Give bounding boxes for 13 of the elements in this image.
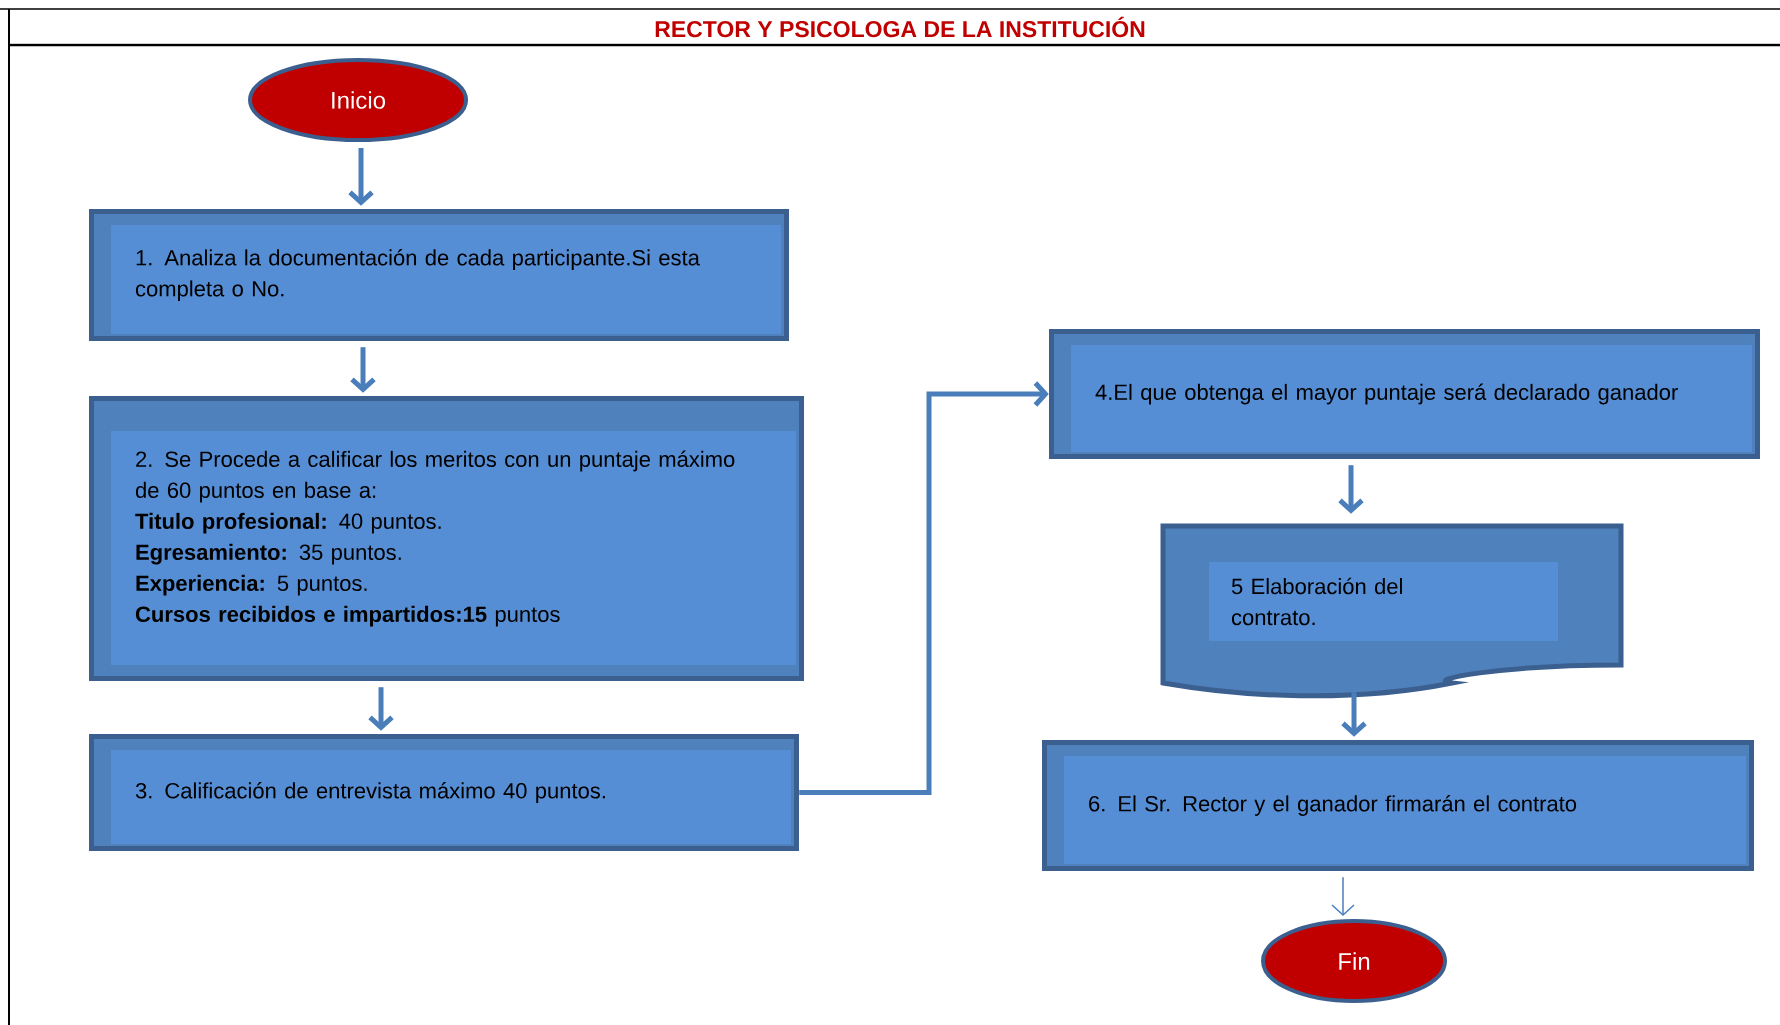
arrow (348, 148, 374, 206)
process-box: 6. El Sr. Rector y el ganador firmarán el contrato (1042, 740, 1754, 871)
arrow (368, 687, 394, 731)
arrow (799, 381, 1049, 795)
process-box: 1. Analiza la documentación de cada participante.Si esta completa o No. (89, 209, 789, 341)
arrow (1338, 465, 1364, 514)
title: RECTOR Y PSICOLOGA DE LA INSTITUCIÓN (655, 16, 1145, 38)
arrow (350, 347, 376, 393)
arrow (1331, 876, 1355, 916)
arrow (1341, 692, 1367, 737)
process-box: 2. Se Procede a calificar los meritos con un puntaje máximo de 60 puntos en base a: Titulo profesional: 40 puntos. Egresamiento: 35 puntos. Experiencia: 5 puntos. Cursos recibidos e impartidos:15 puntos (89, 396, 804, 681)
process-box: 4.El que obtenga el mayor puntaje será declarado ganador (1049, 329, 1760, 459)
process-box: 3. Calificación de entrevista máximo 40 puntos. (89, 734, 799, 851)
